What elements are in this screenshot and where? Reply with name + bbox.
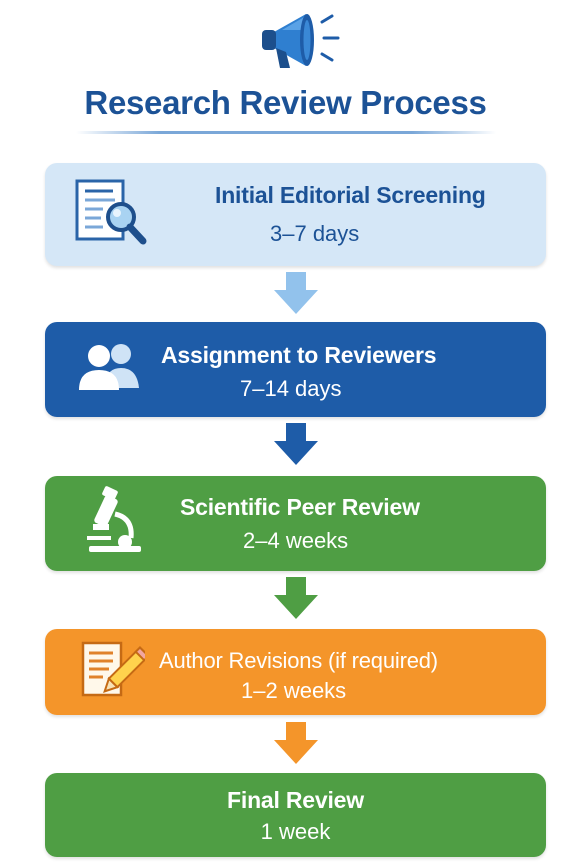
flow-arrow-3 (274, 577, 318, 619)
step-scientific-peer-review: Scientific Peer Review 2–4 weeks (45, 476, 546, 571)
step-duration: 3–7 days (270, 221, 360, 246)
step-label: Scientific Peer Review (180, 494, 420, 520)
flow-arrow-4 (274, 722, 318, 764)
step-author-revisions: Author Revisions (if required) 1–2 weeks (45, 629, 546, 715)
title-divider (76, 131, 496, 134)
step-duration: 1 week (260, 819, 331, 844)
step-label: Initial Editorial Screening (215, 182, 486, 208)
step-final-review: Final Review 1 week (45, 773, 546, 857)
step-assignment-to-reviewers: Assignment to Reviewers 7–14 days (45, 322, 546, 417)
step-label: Author Revisions (if required) (159, 648, 438, 673)
flow-arrow-2 (274, 423, 318, 465)
step-initial-editorial-screening: Initial Editorial Screening 3–7 days (45, 163, 546, 266)
step-label: Assignment to Reviewers (161, 342, 437, 368)
step-label: Final Review (227, 787, 364, 813)
step-duration: 1–2 weeks (241, 678, 347, 703)
document-search-icon (75, 179, 147, 245)
microscope-icon (87, 486, 141, 552)
document-pencil-icon (81, 641, 145, 697)
step-duration: 2–4 weeks (243, 528, 349, 553)
people-icon (79, 344, 139, 390)
page-title: Research Review Process (84, 84, 487, 121)
step-duration: 7–14 days (240, 376, 342, 401)
flow-arrow-1 (274, 272, 318, 314)
megaphone-icon (262, 14, 340, 68)
